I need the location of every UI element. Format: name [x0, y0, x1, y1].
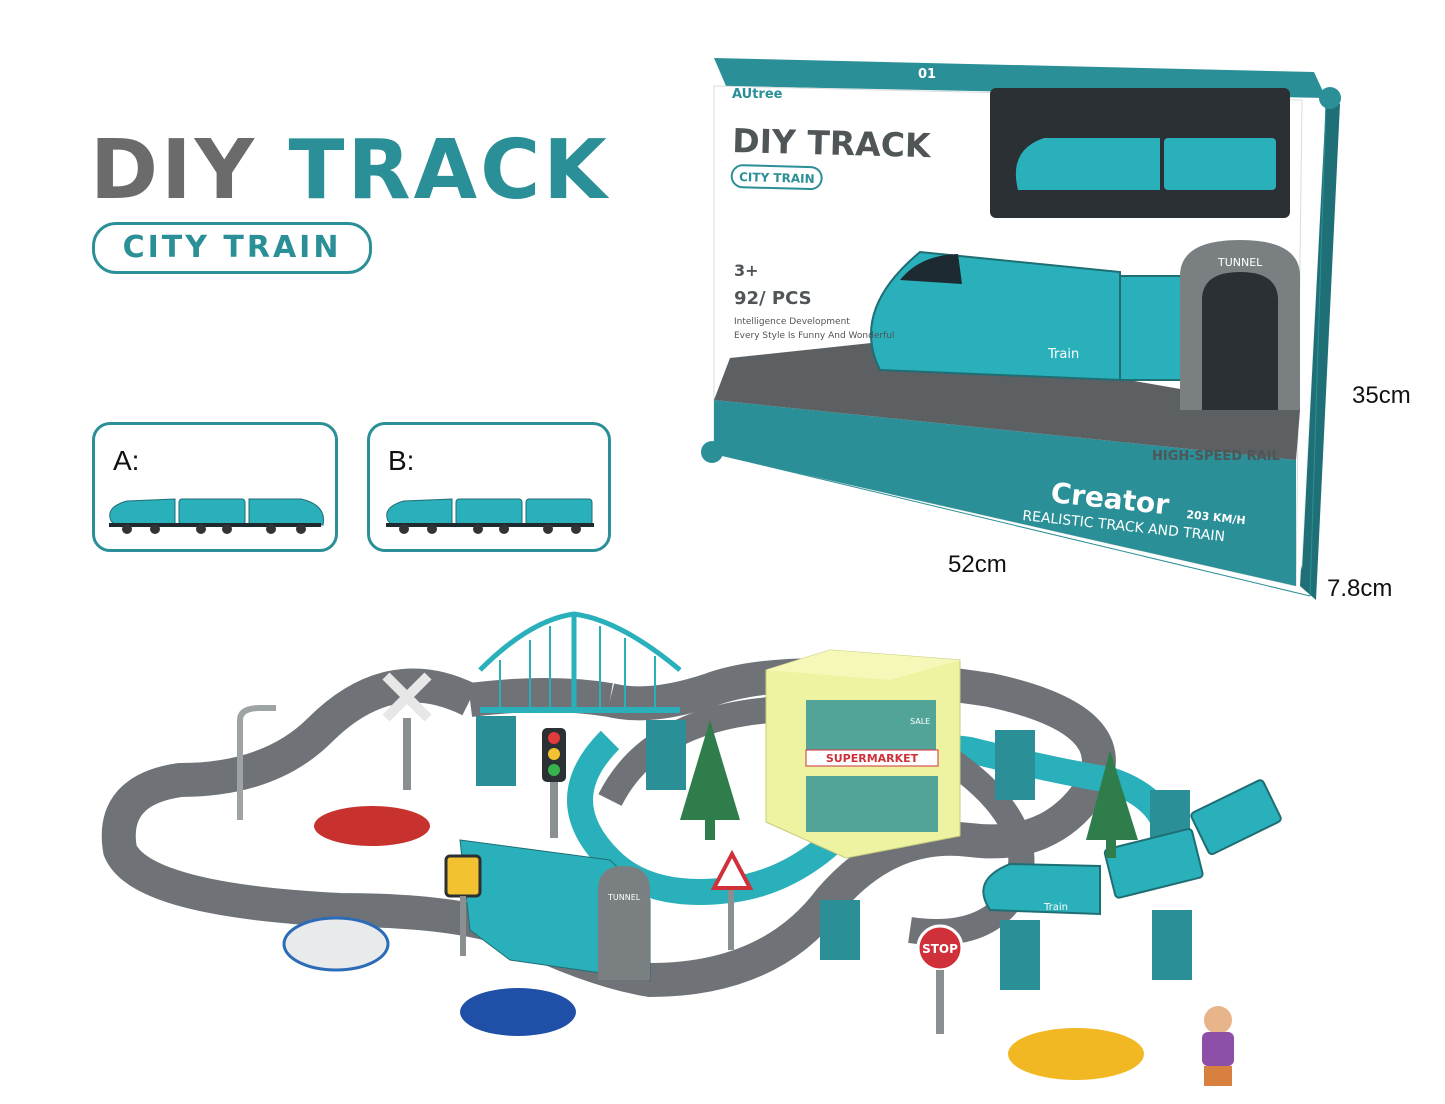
headline-word-diy: DIY	[90, 123, 257, 218]
box-tagline-2: Every Style Is Funny And Wonderful	[734, 331, 894, 341]
dimension-dot-left	[701, 441, 723, 463]
tunnel-sign: TUNNEL	[607, 893, 641, 902]
pier	[476, 716, 516, 786]
pier	[1152, 910, 1192, 980]
red-toy-car	[314, 806, 430, 846]
toy-figure	[1202, 1006, 1234, 1086]
box-pieces: 92/ PCS	[734, 288, 812, 309]
variant-b-card[interactable]: B:	[367, 422, 611, 552]
supermarket-sign: SUPERMARKET	[826, 752, 919, 765]
yellow-taxi-car	[1008, 1028, 1144, 1080]
stop-sign-text: STOP	[922, 942, 958, 956]
dimension-width: 52cm	[948, 551, 1007, 578]
white-police-car	[282, 916, 390, 972]
headline: DIY TRACK	[90, 130, 610, 212]
variant-a-train-image	[109, 498, 325, 534]
variant-b-train-image	[386, 498, 594, 534]
pier	[1000, 920, 1040, 990]
railroad-crossing-sign	[382, 672, 432, 790]
blue-toy-car	[460, 988, 576, 1036]
dimension-depth: 7.8cm	[1327, 575, 1393, 602]
dimension-dot-top	[1319, 87, 1341, 109]
box-tagline-1: Intelligence Development	[734, 317, 850, 327]
track-scene: SUPERMARKET SALE TUNNEL Train	[101, 611, 1282, 1086]
suspension-bridge	[478, 611, 682, 713]
product-box: 01 AUtree DIY TRACK CITY TRAIN 3+ 92/ PC…	[701, 58, 1341, 600]
box-top-code: 01	[918, 67, 936, 82]
traffic-light	[542, 728, 566, 838]
box-tunnel-label: TUNNEL	[1217, 256, 1263, 269]
brand-logo: AUtree	[732, 87, 783, 102]
pier	[820, 900, 860, 960]
street-lamp	[237, 705, 276, 820]
tree	[1086, 750, 1138, 840]
dimension-height: 35cm	[1352, 382, 1411, 409]
warning-sign	[710, 849, 754, 950]
toy-train: Train	[982, 779, 1282, 916]
box-title: DIY TRACK	[732, 121, 933, 165]
track-outer	[101, 658, 1116, 998]
box-speed: 203 KM/H	[1186, 508, 1247, 527]
pier	[995, 730, 1035, 800]
headline-subtitle: CITY TRAIN	[92, 222, 372, 274]
variant-a-label: A:	[113, 445, 140, 476]
pier	[646, 720, 686, 790]
box-speed-line: HIGH-SPEED RAIL	[1152, 449, 1280, 464]
tunnel: TUNNEL	[459, 839, 651, 981]
stop-sign: STOP	[916, 924, 964, 1034]
sale-sign: SALE	[910, 717, 930, 726]
box-train-label: Train	[1047, 347, 1079, 362]
tunnel-road-sign	[444, 854, 482, 898]
headline-word-track: TRACK	[288, 123, 610, 218]
variant-b-label: B:	[388, 445, 415, 476]
box-subtitle: CITY TRAIN	[739, 170, 815, 186]
box-age: 3+	[734, 261, 759, 280]
supermarket-building: SUPERMARKET SALE	[765, 649, 961, 859]
variant-a-card[interactable]: A:	[92, 422, 338, 552]
tree	[680, 720, 740, 820]
train-label: Train	[1043, 902, 1068, 913]
